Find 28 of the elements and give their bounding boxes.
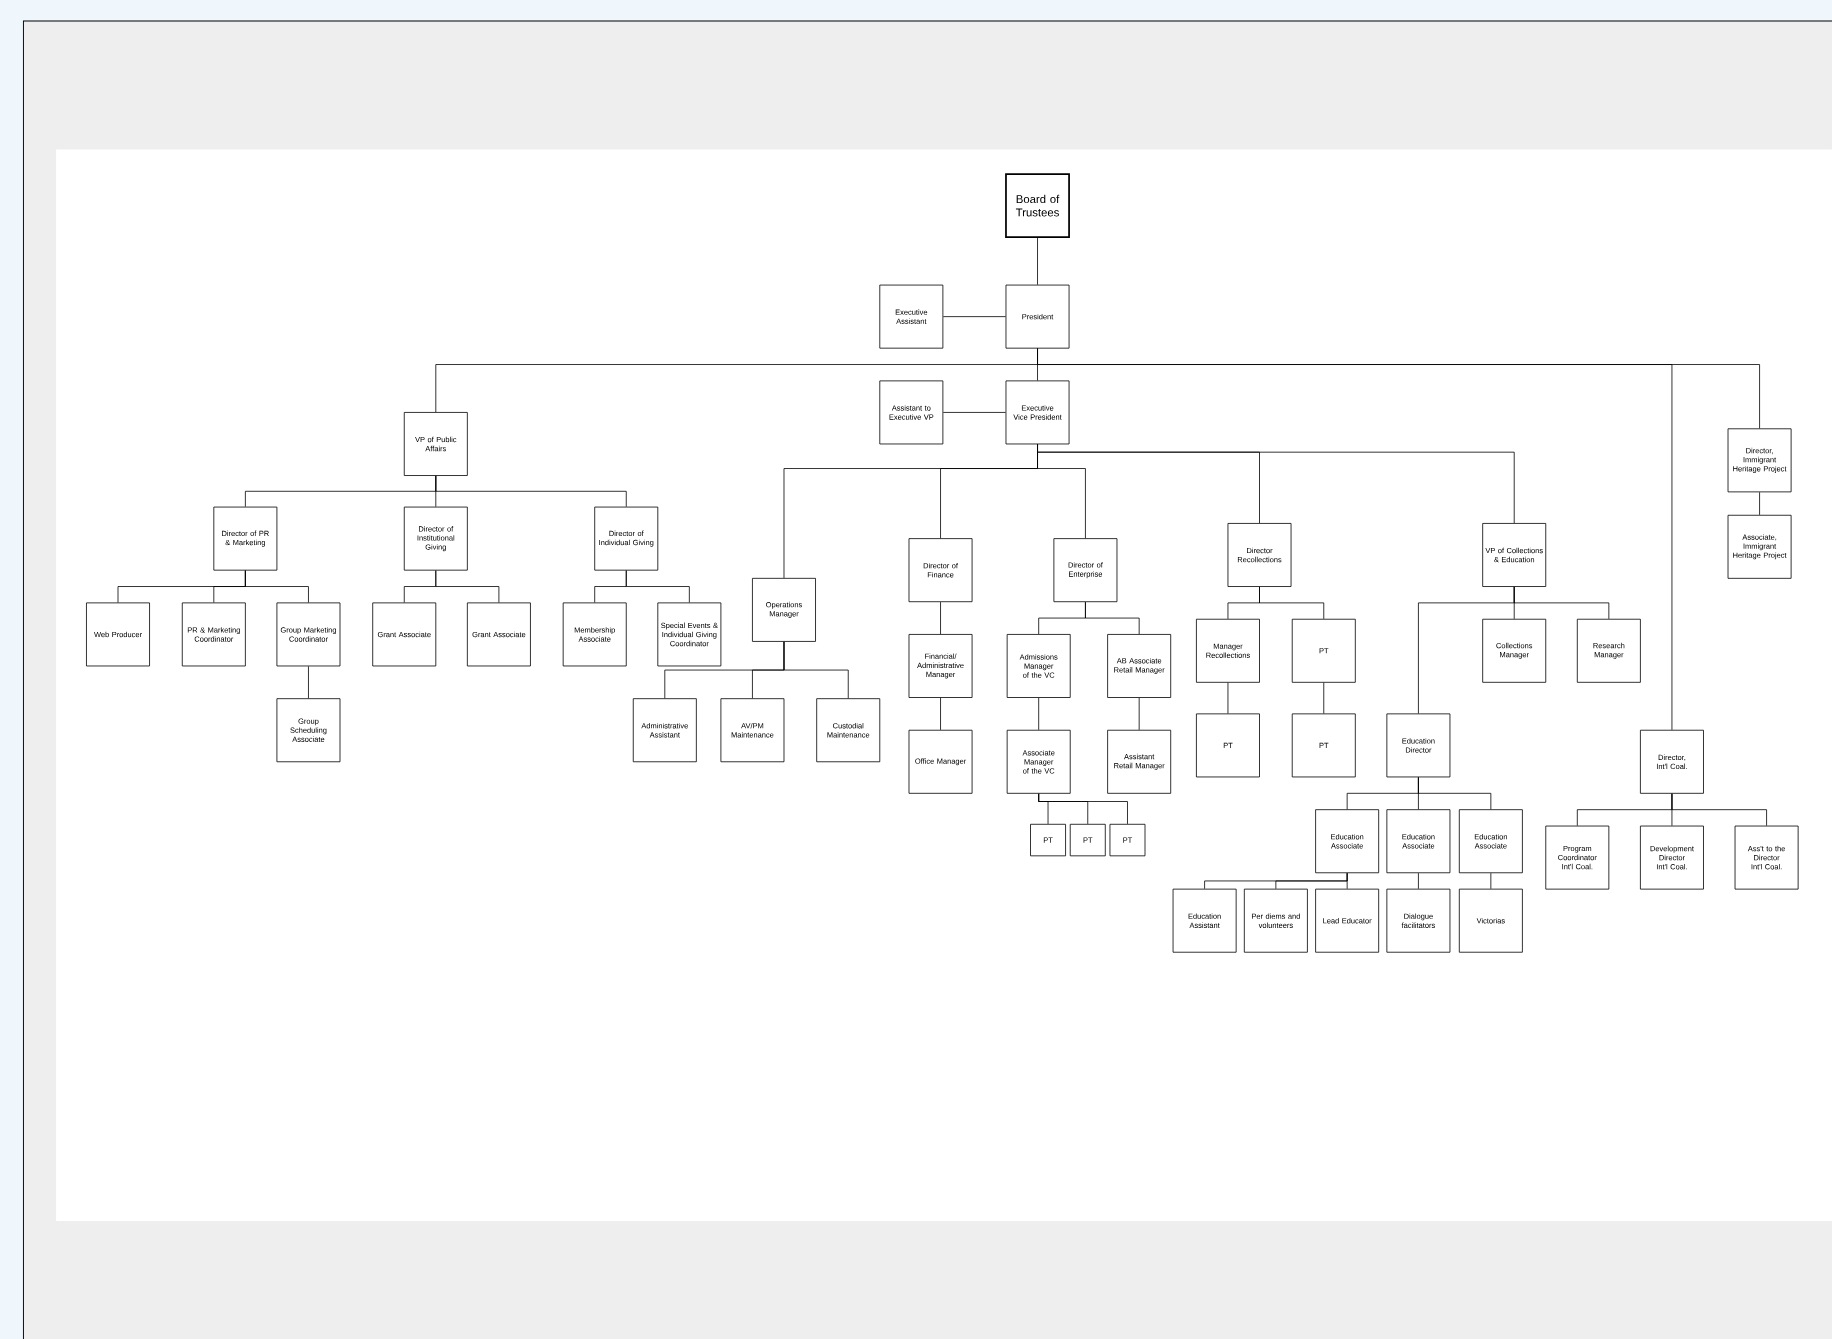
connector-line xyxy=(308,666,309,699)
connector-line xyxy=(1418,777,1492,810)
connector-line xyxy=(940,697,941,731)
connector-line xyxy=(1671,793,1767,827)
connector-line xyxy=(1418,872,1419,890)
connector-line xyxy=(1323,682,1325,714)
connector-line xyxy=(1759,491,1760,516)
connector-line xyxy=(244,570,309,603)
connector-line xyxy=(1038,793,1128,825)
connector-line xyxy=(435,475,627,508)
connector-line xyxy=(1490,872,1492,890)
connector-line xyxy=(942,316,1006,318)
connector-line xyxy=(1138,697,1140,731)
connector-line xyxy=(625,570,690,603)
org-box: Board of Trustees xyxy=(1005,173,1070,239)
connector-line xyxy=(1418,586,1515,714)
connector-line xyxy=(435,570,500,603)
connector-line xyxy=(1037,444,1515,524)
connector-line xyxy=(1259,586,1325,620)
connector-line xyxy=(940,601,941,635)
connector-line xyxy=(783,641,849,699)
connector-line xyxy=(1227,682,1229,714)
connector-line xyxy=(1037,237,1038,286)
connector-line xyxy=(1085,601,1140,635)
connector-line xyxy=(1038,697,1040,731)
connector-line xyxy=(942,412,1006,413)
connector-line xyxy=(1037,348,1760,429)
connector-line xyxy=(1346,872,1348,890)
